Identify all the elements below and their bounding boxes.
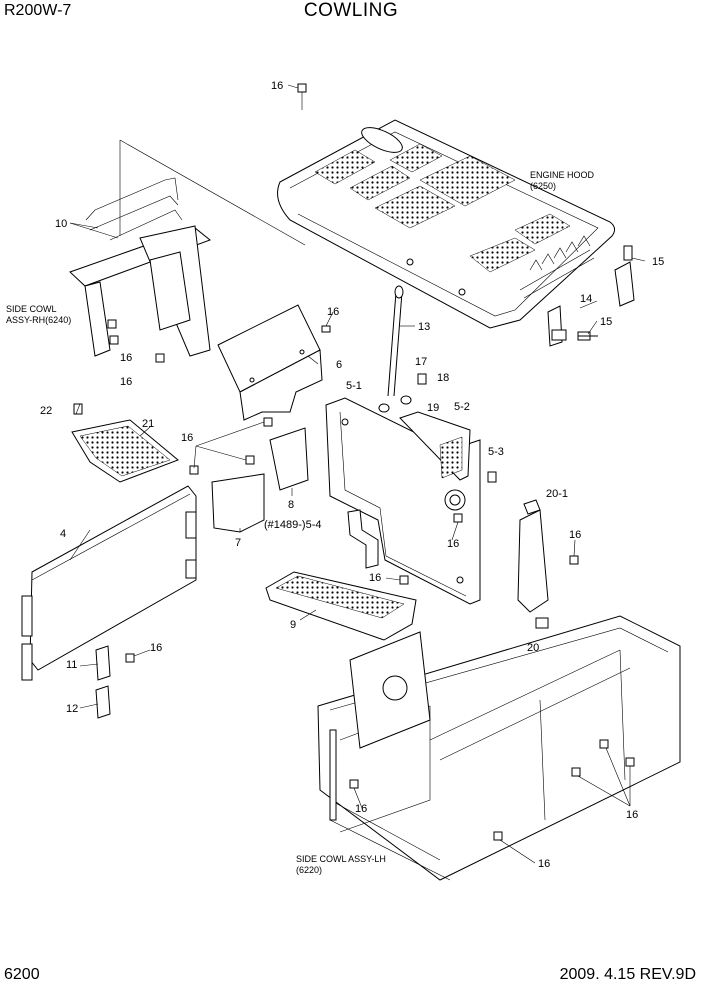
callout-5-2: 5-2: [454, 401, 470, 413]
side-cowl-rh-ref: ASSY-RH(6240): [6, 315, 71, 325]
callout-9: 9: [290, 619, 296, 631]
callout-7: 7: [235, 537, 241, 549]
panel-4: [21, 485, 197, 681]
callout-12: 12: [66, 703, 78, 715]
side-cowl-rh-bracket: [69, 139, 306, 357]
callout-5-3: 5-3: [488, 446, 504, 458]
callout-16: 16: [120, 376, 132, 388]
callout-8: 8: [288, 499, 294, 511]
callout-16: 16: [538, 858, 550, 870]
engine-hood: [277, 119, 616, 329]
side-cowl-lh-frame: [317, 615, 681, 881]
part-20: [517, 499, 549, 629]
side-cowl-lh-ref: (6220): [296, 865, 322, 875]
revision-date: 2009. 4.15 REV.9D: [559, 966, 696, 983]
callout-16: 16: [626, 809, 638, 821]
callout-16: 16: [569, 529, 581, 541]
callout-4: 4: [60, 528, 66, 540]
bracket-12: [95, 685, 111, 719]
page-number: 6200: [4, 966, 40, 983]
plate-21-holes: [79, 425, 171, 477]
callout-16: 16: [271, 80, 283, 92]
callout-16: 16: [120, 352, 132, 364]
callout-16: 16: [327, 306, 339, 318]
callout-16: 16: [150, 642, 162, 654]
callout-10: 10: [55, 218, 67, 230]
callout-5-4: (#1489-)5-4: [264, 519, 321, 531]
callout-6: 6: [336, 359, 342, 371]
callout-17: 17: [415, 356, 427, 368]
callout-20: 20: [527, 642, 539, 654]
model-number: R200W-7: [4, 2, 72, 19]
callout-15: 15: [652, 256, 664, 268]
callout-16: 16: [447, 538, 459, 550]
callout-16: 16: [369, 572, 381, 584]
engine-hood-label: ENGINE HOOD: [530, 170, 595, 180]
callout-11: 11: [66, 659, 77, 671]
callout-19: 19: [427, 402, 439, 414]
panel-8: [269, 427, 309, 491]
callout-18: 18: [437, 372, 449, 384]
panel-6: [217, 304, 323, 421]
callout-16: 16: [181, 432, 193, 444]
panel-5-2: [399, 411, 471, 511]
callout-5-1: 5-1: [346, 380, 362, 392]
bracket-11: [95, 645, 111, 681]
callout-13: 13: [418, 321, 430, 333]
engine-hood-ref: (6250): [530, 181, 556, 191]
panel-7: [211, 473, 265, 533]
side-cowl-rh-label: SIDE COWL: [6, 304, 57, 314]
callout-14: 14: [580, 293, 592, 305]
rod-13: [378, 285, 412, 413]
page-title: COWLING: [303, 0, 399, 21]
callout-22: 22: [40, 405, 52, 417]
side-cowl-lh-label: SIDE COWL ASSY-LH: [296, 854, 386, 864]
callout-21: 21: [142, 418, 154, 430]
callout-20-1: 20-1: [546, 488, 568, 500]
callout-16: 16: [355, 803, 367, 815]
leader-lines: [69, 84, 646, 864]
bracket-5-4: [347, 509, 379, 569]
callout-15: 15: [600, 316, 612, 328]
hood-latch: [547, 245, 635, 347]
step-9: [265, 571, 417, 641]
